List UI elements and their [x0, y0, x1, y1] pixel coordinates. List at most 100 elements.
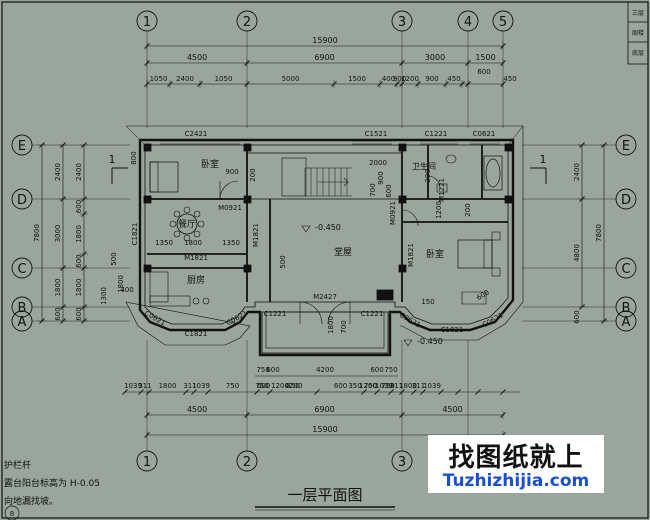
- level-symbol: [301, 225, 311, 233]
- axis-left-B: B: [18, 301, 27, 316]
- dim-tick: [399, 389, 405, 395]
- dim-bottom-minor-value: 750: [364, 382, 377, 390]
- room-label-bedroom2: 卧室: [426, 248, 444, 260]
- bathtub: [485, 158, 501, 188]
- nightstand: [491, 267, 501, 277]
- bed-1-headboard: [149, 161, 159, 193]
- dim-bottom-major-value: 4500: [187, 405, 207, 414]
- dim-left-minor-value: 2400: [75, 163, 83, 181]
- internal-dim: 1350: [155, 239, 173, 247]
- column: [143, 143, 152, 152]
- internal-dim: 500: [279, 255, 287, 268]
- column: [504, 195, 513, 204]
- window-label-C1221: C1221: [425, 130, 448, 138]
- axis-bottom-3: 3: [398, 455, 406, 470]
- dim-bottom-minor-value: 4200: [285, 382, 303, 390]
- axis-left-D: D: [17, 193, 27, 208]
- dim-bottom-minor-value: 1039: [375, 382, 393, 390]
- dim-left-major-value: 1800: [54, 279, 62, 297]
- room-label-hall: 堂屋: [334, 246, 352, 258]
- window-label-C1821: C1821: [185, 330, 208, 338]
- axis-right-B: B: [622, 301, 631, 316]
- dim-bottom-minor2-value: 1200: [359, 382, 377, 390]
- door-label-M1821: M1821: [407, 243, 415, 267]
- axis-top-1: 1: [143, 15, 151, 30]
- bed-2-headboard: [483, 239, 493, 269]
- dim-left-total-value: 7800: [33, 224, 41, 242]
- dim-bottom-a: 600: [370, 366, 383, 374]
- dim-top-major-value: 4500: [187, 53, 207, 62]
- nightstand: [491, 231, 501, 241]
- porch-step-inner: [265, 311, 385, 349]
- window-label-C1821: C1821: [131, 223, 139, 246]
- dim-tick: [361, 389, 367, 395]
- dim-right-total-value: 7800: [595, 224, 603, 242]
- dim-tick: [500, 389, 506, 395]
- internal-dim: 400: [120, 286, 133, 294]
- dim-tick: [205, 389, 211, 395]
- dim-bottom-a: 750: [384, 366, 397, 374]
- drawing-title: 一层平面图: [287, 486, 362, 504]
- dim-top-minor-value: 450: [447, 75, 460, 83]
- dining-chair: [183, 234, 191, 242]
- window-label-C1221: C1221: [361, 310, 384, 318]
- bed-2: [457, 239, 493, 269]
- dim-bottom-minor-value: 311: [390, 382, 403, 390]
- basin: [436, 183, 448, 193]
- dim-bottom-minor2-value: 1200: [271, 382, 289, 390]
- dim-left-major-value: 2400: [54, 163, 62, 181]
- dim-top-major-value: 3000: [425, 53, 445, 62]
- room-label-bedroom1: 卧室: [201, 158, 219, 170]
- dim-tick: [438, 389, 444, 395]
- internal-dim: 200: [464, 203, 472, 216]
- axis-top-3: 3: [398, 15, 406, 30]
- dim-top-extra: 600: [477, 68, 490, 76]
- dim-tick: [122, 389, 128, 395]
- axis-right-E: E: [622, 139, 630, 154]
- titleblock-box: [627, 1, 649, 65]
- dim-left-major-value: 3000: [54, 225, 62, 243]
- axis-top-4: 4: [464, 15, 472, 30]
- watermark-chinese: 找图纸就上: [448, 443, 584, 473]
- dim-left-minor-value: 600: [75, 200, 83, 213]
- kitchen-counter: [149, 271, 169, 303]
- desk: [461, 291, 487, 305]
- door-label-M1821: M1821: [184, 254, 208, 262]
- internal-dim: 1800: [327, 316, 335, 334]
- dim-bottom-a: 4200: [316, 366, 334, 374]
- door-swing-bedroom2: [401, 209, 419, 227]
- section-mark: 1: [109, 153, 116, 166]
- dim-bottom-minor-value: 1039: [192, 382, 210, 390]
- axis-left-E: E: [18, 139, 26, 154]
- dim-tick: [314, 389, 320, 395]
- room-label-dining: 餐厅: [178, 218, 196, 230]
- column: [504, 143, 513, 152]
- dining-chair: [197, 220, 205, 228]
- column: [398, 143, 407, 152]
- room-label-kitchen: 厨房: [187, 274, 205, 286]
- stair-arrow: [318, 177, 349, 187]
- internal-dim: 200: [424, 169, 432, 182]
- window-label-C0621: C0621: [398, 311, 422, 329]
- bathtub-frame: [483, 155, 503, 191]
- stove: [202, 297, 210, 305]
- interior-wall-line: [144, 144, 509, 325]
- axis-bottom-1: 1: [143, 455, 151, 470]
- dim-bottom-minor-value: 311: [183, 382, 196, 390]
- dim-bottom-minor2-value: 350: [286, 382, 299, 390]
- dim-tick: [475, 389, 481, 395]
- column: [243, 143, 252, 152]
- dim-top-minor-value: 1050: [215, 75, 233, 83]
- dim-bottom-minor-value: 1039: [124, 382, 142, 390]
- door-label-M1821: M1821: [252, 223, 260, 247]
- door-swing-bath: [427, 175, 441, 189]
- dim-right-minor: 600: [573, 310, 581, 323]
- internal-dim: 1300: [100, 287, 108, 305]
- internal-dim: 800: [130, 151, 138, 164]
- dining-chair: [183, 206, 191, 214]
- axis-right-D: D: [621, 193, 631, 208]
- dim-tick: [374, 389, 380, 395]
- dim-bottom-minor-value: 750: [226, 382, 239, 390]
- internal-dim: 1200: [435, 201, 443, 219]
- dim-bottom-major-value: 6900: [314, 405, 334, 414]
